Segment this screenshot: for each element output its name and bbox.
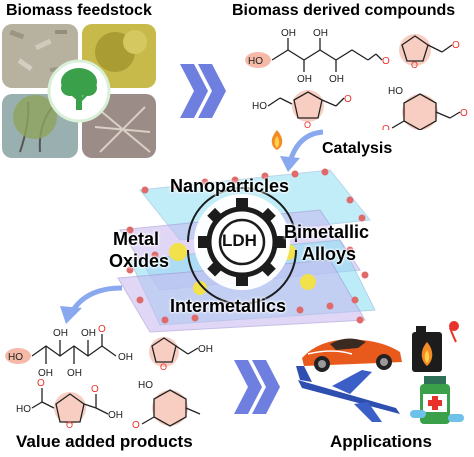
glucose-oh-1: OH (281, 28, 296, 39)
applications-icons (296, 321, 464, 424)
derived-compounds-structures: HO OH OH OH OH O O O HO O O HO O O (245, 28, 468, 130)
flame-icon (271, 130, 283, 150)
fuel-can-icon (412, 321, 459, 372)
fructose-oh-1: OH (38, 368, 53, 379)
methoxy-phenol-structure: HO O (132, 380, 201, 430)
top-chevron-arrow (180, 64, 226, 118)
furfuryl-oh: OH (198, 344, 213, 355)
lattice-oxygen-nodes (126, 168, 369, 324)
intermetallics-label: Intermetallics (170, 296, 287, 316)
vanillin-structure: HO O O (382, 86, 468, 130)
value-added-title: Value added products (16, 432, 193, 451)
medicine-bottle-icon (410, 376, 464, 424)
fructose-ketone-o: O (98, 324, 106, 335)
ldh-lattice (117, 168, 376, 333)
furfural-structure: O O (399, 34, 460, 70)
race-car-icon (302, 338, 402, 372)
bottom-chevron-arrow (234, 360, 280, 414)
furfural-aldehyde-o: O (452, 40, 460, 51)
fructose-structure: HO OH OH OH OH O OH (5, 324, 133, 379)
furfuryl-ring-o: O (160, 362, 167, 372)
fdca-oh: OH (108, 410, 123, 421)
feedstock-photo-collage (2, 24, 156, 158)
derived-compounds-title: Biomass derived compounds (232, 2, 456, 19)
nanoparticles-label: Nanoparticles (170, 176, 290, 196)
catalysis-arrow (280, 129, 324, 172)
ldh-center-label: LDH (222, 231, 257, 250)
bimetallic-label-line2: Alloys (302, 244, 357, 264)
fructose-oh-4: OH (81, 328, 96, 339)
catalysis-label: Catalysis (322, 140, 393, 157)
fructose-ho-left: HO (8, 352, 23, 363)
products-arrow (60, 285, 123, 324)
vanillin-methoxy-o: O (382, 124, 390, 130)
vanillin-ho: HO (388, 86, 403, 97)
ldh-gear (187, 187, 297, 305)
fdca-ho: HO (16, 404, 31, 415)
value-added-structures: HO OH OH OH OH O OH O OH HO O O O OH (5, 324, 213, 430)
phenol-ho: HO (138, 380, 153, 391)
applications-title: Applications (330, 432, 433, 451)
hmf-ho: HO (252, 101, 267, 112)
glucose-oh-3: OH (313, 28, 328, 39)
fdca-ring-o: O (66, 420, 73, 430)
fdca-o-left: O (37, 378, 45, 389)
furfural-ring-o: O (411, 60, 418, 70)
metal-oxides-label-line2: Oxides (109, 251, 170, 271)
furfuryl-alcohol-structure: O OH (149, 337, 213, 372)
bimetallic-label-line1: Bimetallic (284, 222, 370, 242)
glucose-oh-2: OH (297, 74, 312, 85)
hmf-aldehyde-o: O (344, 94, 352, 105)
glucose-oh-left: HO (248, 56, 263, 67)
fructose-oh-2: OH (53, 328, 68, 339)
vanillin-aldehyde-o: O (460, 108, 468, 119)
feedstock-title: Biomass feedstock (6, 2, 152, 19)
phenol-methoxy-o: O (132, 420, 140, 430)
fdca-structure: HO O O O OH (16, 378, 123, 430)
fructose-oh-3: OH (67, 368, 82, 379)
metal-oxides-label-line1: Metal (113, 229, 160, 249)
glucose-aldehyde-o: O (382, 56, 390, 67)
fructose-oh-right: OH (118, 352, 133, 363)
airplane-icon (296, 366, 400, 422)
tree-icon (61, 68, 97, 110)
hmf-structure: HO O O (252, 90, 352, 130)
glucose-oh-4: OH (329, 74, 344, 85)
hmf-ring-o: O (304, 120, 311, 130)
fdca-o-right: O (91, 384, 99, 395)
glucose-structure (271, 38, 383, 72)
